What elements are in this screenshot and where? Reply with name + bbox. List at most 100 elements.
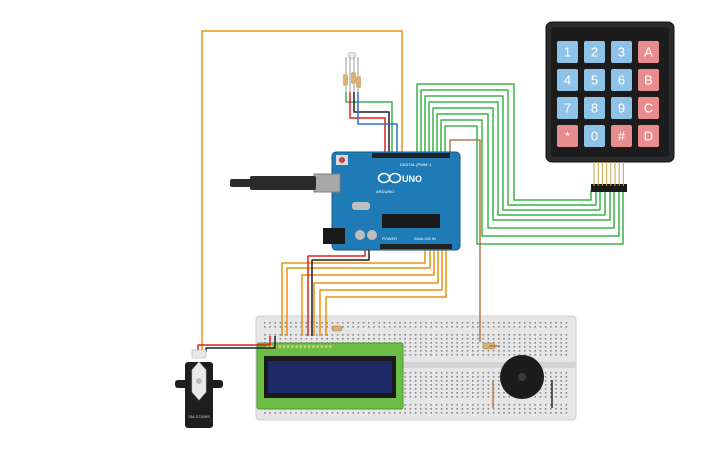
breadboard-hole — [425, 342, 427, 344]
breadboard-hole — [435, 404, 438, 406]
breadboard-hole — [466, 372, 469, 374]
breadboard-hole — [487, 372, 490, 374]
breadboard-hole — [388, 412, 391, 414]
breadboard-hole — [539, 396, 542, 398]
breadboard-hole — [264, 412, 266, 414]
breadboard-hole — [404, 342, 406, 344]
lcd-pin — [299, 345, 302, 348]
breadboard-hole — [399, 334, 401, 336]
keypad-key-label: * — [565, 129, 570, 144]
breadboard-hole — [316, 338, 318, 340]
breadboard-hole — [482, 372, 484, 374]
breadboard-hole — [451, 392, 453, 394]
breadboard-hole — [409, 392, 412, 394]
breadboard-hole — [331, 334, 334, 336]
breadboard-hole — [477, 392, 479, 394]
breadboard-hole — [565, 354, 568, 356]
breadboard-hole — [394, 326, 396, 328]
breadboard-hole — [477, 380, 479, 382]
piezo-buzzer — [492, 355, 553, 408]
breadboard-hole — [550, 338, 552, 340]
breadboard-hole — [513, 354, 516, 356]
breadboard-hole — [550, 380, 552, 382]
keypad-key-label: B — [644, 73, 653, 88]
breadboard-hole — [498, 322, 500, 324]
breadboard-hole — [534, 338, 536, 340]
breadboard-hole — [503, 396, 505, 398]
breadboard-hole — [534, 412, 536, 414]
breadboard-hole — [446, 342, 448, 344]
breadboard-hole — [487, 384, 490, 386]
breadboard-hole — [404, 384, 406, 386]
rgb-led — [343, 51, 361, 92]
breadboard-hole — [539, 346, 542, 348]
breadboard-hole — [399, 412, 401, 414]
wire — [281, 250, 426, 336]
breadboard-hole — [435, 346, 438, 348]
breadboard-hole — [487, 380, 490, 382]
breadboard-hole — [529, 404, 531, 406]
breadboard-hole — [472, 354, 474, 356]
breadboard-hole — [524, 334, 526, 336]
breadboard-hole — [466, 334, 469, 336]
breadboard-hole — [451, 384, 453, 386]
breadboard-hole — [477, 396, 479, 398]
keypad-key-label: 9 — [618, 101, 625, 116]
breadboard-hole — [524, 404, 526, 406]
breadboard-hole — [487, 408, 490, 410]
servo-motor: SM-S2309S — [175, 349, 223, 428]
breadboard-hole — [518, 408, 521, 410]
breadboard-hole — [560, 338, 562, 340]
breadboard-hole — [388, 326, 391, 328]
breadboard-hole — [498, 380, 500, 382]
keypad-key-label: # — [618, 129, 626, 144]
breadboard-hole — [440, 396, 443, 398]
breadboard-hole — [321, 334, 323, 336]
breadboard-hole — [446, 338, 448, 340]
breadboard-hole — [446, 354, 448, 356]
breadboard-hole — [508, 338, 510, 340]
breadboard-hole — [331, 322, 334, 324]
dc-jack — [323, 228, 345, 244]
breadboard-hole — [529, 334, 531, 336]
breadboard-hole — [373, 326, 375, 328]
breadboard-hole — [555, 384, 557, 386]
breadboard-hole — [534, 408, 536, 410]
breadboard-hole — [404, 372, 406, 374]
keypad-key — [584, 41, 605, 63]
breadboard-hole — [544, 384, 547, 386]
breadboard-hole — [550, 350, 552, 352]
breadboard-hole — [425, 384, 427, 386]
breadboard-hole — [425, 322, 427, 324]
breadboard-hole — [482, 396, 484, 398]
breadboard-hole — [544, 396, 547, 398]
breadboard-hole — [300, 412, 302, 414]
breadboard-hole — [555, 372, 557, 374]
breadboard-hole — [555, 322, 557, 324]
breadboard-hole — [482, 412, 484, 414]
breadboard-hole — [461, 372, 464, 374]
keypad-key — [584, 97, 605, 119]
wire — [436, 113, 615, 229]
breadboard-hole — [565, 376, 568, 378]
breadboard-hole — [529, 350, 531, 352]
breadboard-hole — [498, 354, 500, 356]
breadboard-hole — [492, 322, 495, 324]
breadboard-hole — [503, 338, 505, 340]
breadboard-hole — [456, 322, 458, 324]
breadboard-hole — [472, 408, 474, 410]
breadboard-hole — [482, 338, 484, 340]
breadboard-hole — [544, 350, 547, 352]
breadboard-hole — [279, 412, 282, 414]
microcontroller-chip — [382, 214, 440, 228]
breadboard-hole — [430, 388, 432, 390]
breadboard-hole — [555, 412, 557, 414]
breadboard-hole — [362, 322, 365, 324]
breadboard-hole — [456, 392, 458, 394]
breadboard-hole — [544, 392, 547, 394]
breadboard-hole — [487, 404, 490, 406]
breadboard-hole — [373, 338, 375, 340]
breadboard-hole — [472, 404, 474, 406]
breadboard-hole — [388, 322, 391, 324]
breadboard-hole — [539, 412, 542, 414]
